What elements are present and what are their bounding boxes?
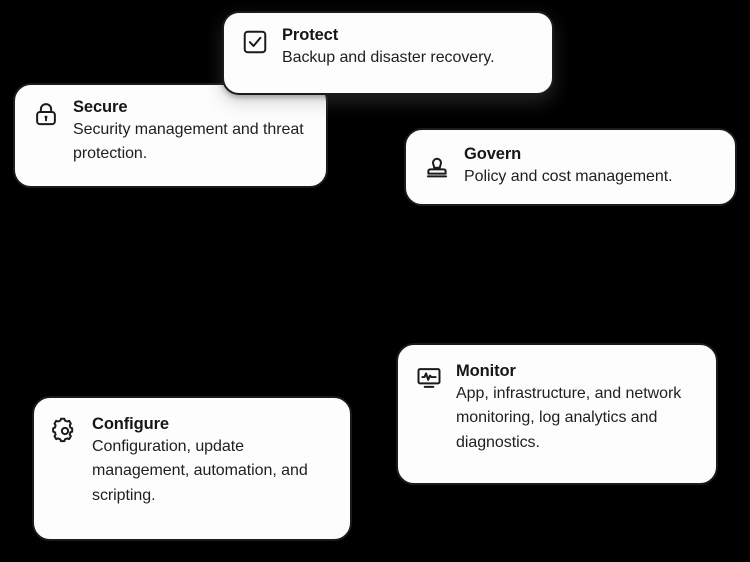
gear-icon xyxy=(50,416,80,446)
card-govern[interactable]: Govern Policy and cost management. xyxy=(404,128,737,206)
card-protect-title: Protect xyxy=(282,26,339,44)
card-protect-description: Backup and disaster recovery. xyxy=(282,49,495,67)
card-govern-title: Govern xyxy=(464,145,522,164)
card-configure[interactable]: Configure Configuration, update manageme… xyxy=(32,396,352,541)
stamp-icon xyxy=(422,152,452,182)
card-monitor[interactable]: Monitor App, infrastructure, and network… xyxy=(396,343,718,485)
card-configure-title: Configure xyxy=(92,415,170,433)
card-secure-title: Secure xyxy=(73,98,128,116)
card-secure[interactable]: Secure Security management and threat pr… xyxy=(13,83,328,188)
card-monitor-title: Monitor xyxy=(456,362,516,380)
card-configure-text: Configure Configuration, update manageme… xyxy=(92,414,336,508)
card-secure-description: Security management and threat protectio… xyxy=(73,121,304,163)
card-monitor-text: Monitor App, infrastructure, and network… xyxy=(456,361,702,455)
card-protect[interactable]: Protect Backup and disaster recovery. xyxy=(222,11,554,95)
checkbox-checked-icon xyxy=(240,27,270,57)
card-configure-description: Configuration, update management, automa… xyxy=(92,438,308,504)
card-secure-text: Secure Security management and threat pr… xyxy=(73,97,312,167)
card-govern-description: Policy and cost management. xyxy=(464,168,673,186)
card-monitor-description: App, infrastructure, and network monitor… xyxy=(456,385,682,451)
card-govern-text: Govern Policy and cost management. xyxy=(464,144,721,189)
lock-icon xyxy=(31,99,61,129)
card-protect-text: Protect Backup and disaster recovery. xyxy=(282,25,538,70)
monitor-pulse-icon xyxy=(414,363,444,393)
